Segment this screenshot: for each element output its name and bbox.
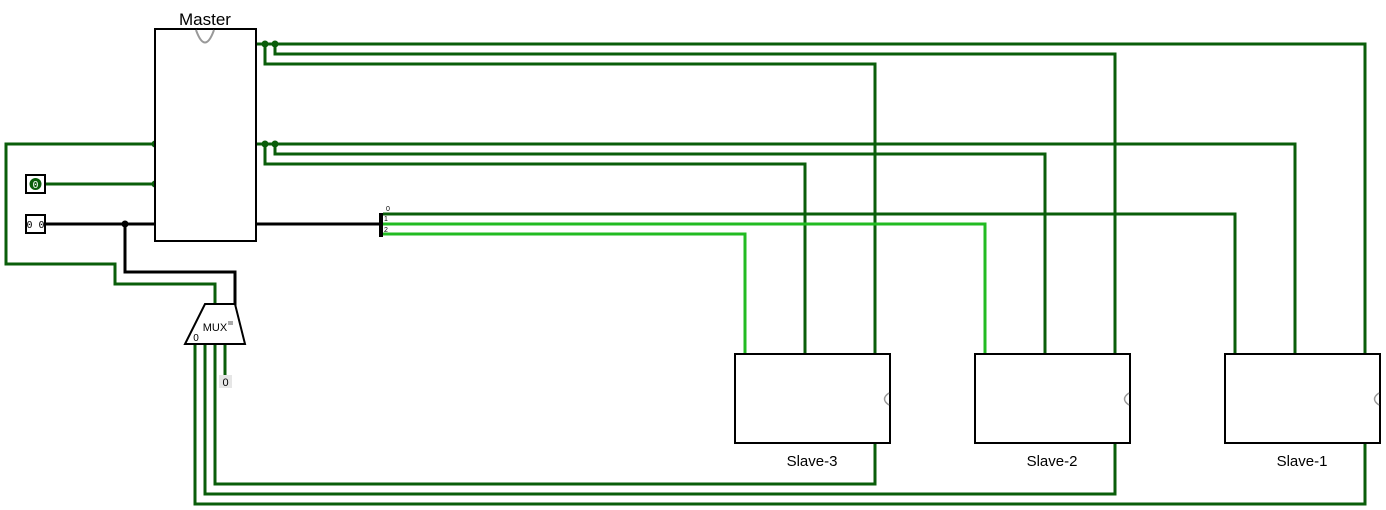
splitter-component[interactable]: 0 1 2: [379, 206, 390, 237]
mux-body[interactable]: [183, 303, 247, 345]
wires-black: [45, 222, 380, 322]
wire-splitter-bit2-to-slave3: [383, 232, 747, 354]
wire-splitter-bit1-to-slave2: [383, 222, 987, 354]
slave-3-body[interactable]: [734, 353, 891, 444]
clock-notch-icon: [1373, 392, 1380, 406]
input-pin-single[interactable]: 0: [25, 174, 46, 194]
input-pin-bus[interactable]: 0 0: [25, 214, 46, 234]
master-component[interactable]: Master: [154, 10, 257, 242]
input-bus-value: 0 0: [26, 220, 44, 231]
splitter-label-2: 2: [384, 227, 388, 234]
slave-2-body[interactable]: [974, 353, 1131, 444]
input-pin-icon: [29, 178, 42, 190]
wire-mux-out-to-master: [4, 142, 217, 304]
constant-value: 0: [222, 377, 228, 389]
wire-slave3-out-to-mux: [213, 344, 877, 486]
splitter-body[interactable]: [379, 213, 383, 237]
wire-master-out1-to-slave1: [257, 42, 1367, 354]
slave-3-label: Slave-3: [787, 453, 838, 470]
junction-dot: [271, 140, 279, 148]
splitter-label-0: 0: [386, 206, 390, 213]
wire-master-out1-to-slave2: [273, 44, 1117, 354]
junction-dot-bus: [121, 220, 129, 228]
slave-3-component[interactable]: Slave-3: [734, 353, 891, 470]
wire-slave1-out-to-mux: [193, 344, 1367, 506]
input-pin-value: 0: [32, 180, 38, 191]
wires-light: [383, 222, 987, 354]
constant-zero[interactable]: 0: [219, 375, 232, 389]
wire-master-out2-to-slave2: [273, 144, 1047, 354]
slave-2-label: Slave-2: [1027, 453, 1078, 470]
master-label: Master: [179, 10, 231, 29]
wire-master-out1-to-slave3: [263, 44, 877, 354]
wire-master-out2-to-slave3: [263, 144, 807, 354]
mux-select-pin-icon: [228, 321, 233, 325]
wire-bus-to-mux-select: [123, 224, 237, 322]
clock-notch-icon: [883, 392, 890, 406]
mux-component[interactable]: MUX 0: [183, 303, 247, 345]
junction-dot: [261, 140, 269, 148]
wire-master-out2-to-slave1: [257, 142, 1297, 354]
mux-input0-label: 0: [193, 333, 199, 344]
splitter-label-1: 1: [384, 216, 388, 223]
wire-splitter-bit0-to-slave1: [383, 212, 1237, 354]
slave-1-body[interactable]: [1224, 353, 1381, 444]
slave-1-component[interactable]: Slave-1: [1224, 353, 1381, 470]
mux-label: MUX: [203, 322, 228, 334]
master-body[interactable]: [154, 28, 257, 242]
slave-1-label: Slave-1: [1277, 453, 1328, 470]
clock-notch-icon: [195, 29, 215, 44]
junction-dot: [271, 40, 279, 48]
junction-dot: [261, 40, 269, 48]
slave-2-component[interactable]: Slave-2: [974, 353, 1131, 470]
wires-dark: [4, 42, 1367, 506]
clock-notch-icon: [1123, 392, 1130, 406]
wire-slave2-out-to-mux: [203, 344, 1117, 496]
